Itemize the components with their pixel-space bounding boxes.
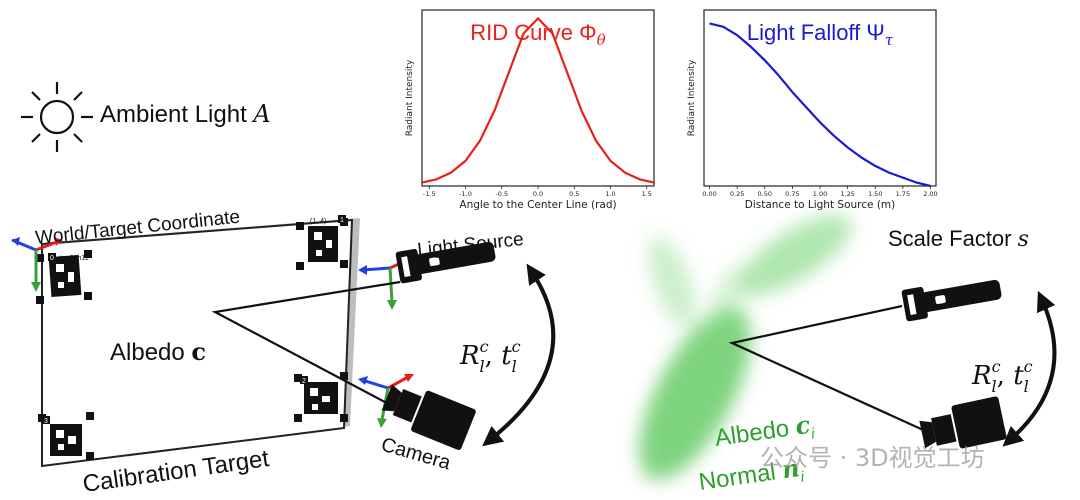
rid-curve-plot: -1.5 -1.0 -0.5 0.0 0.5 1.0 1.5 RID Curve Φθ Angl… [405, 9, 655, 211]
light-rays-left [211, 280, 401, 411]
rid-chart-xtick-label: -1.5 [423, 190, 436, 198]
rid-chart-xtick-label: 0.5 [569, 190, 579, 198]
tag-small-label: (1, 4) [310, 218, 326, 225]
falloff-chart-xtick-label: 1.75 [896, 190, 910, 198]
ambient-light-symbol: A [253, 100, 271, 128]
calibration-target [41, 218, 360, 468]
rid-chart-title: RID Curve Φθ [470, 20, 605, 49]
flashlight-icon-right [901, 279, 1002, 322]
apriltag-marker-bottom-left [38, 412, 94, 460]
falloff-chart-xtick-label: 1.25 [840, 190, 854, 198]
ambient-light-label: Ambient Light A [100, 100, 271, 129]
falloff-chart-xtick-label: 0.25 [730, 190, 744, 198]
rid-chart-xtick-label: -1.0 [459, 190, 472, 198]
rid-chart-xtick-label: 1.5 [642, 190, 652, 198]
scale-factor-label: Scale Factor s [888, 226, 1029, 252]
rid-chart-xtick-label: 1.0 [605, 190, 615, 198]
falloff-chart-title: Light Falloff Ψτ [747, 20, 894, 49]
camera-icon [381, 384, 476, 450]
ambient-light-text: Ambient Light [100, 101, 254, 128]
rid-chart-ylabel: Radiant Intensity [405, 59, 415, 136]
tag-id-2: 2 [302, 378, 306, 385]
scale-factor-text: Scale Factor [888, 226, 1018, 251]
falloff-chart-xlabel: Distance to Light Source (m) [745, 199, 896, 211]
light-falloff-chart: 0.00 0.25 0.50 0.75 1.00 1.25 1.50 1.75 2.00 Ligh… [680, 6, 940, 212]
tag-family-label: tag36h11 [60, 255, 89, 262]
apriltag-marker-top-left [36, 250, 92, 304]
rid-curve-chart: -1.5 -1.0 -0.5 0.0 0.5 1.0 1.5 RID Curve Φθ Angl… [398, 6, 658, 212]
scale-factor-symbol: s [1017, 227, 1029, 252]
falloff-chart-xtick-label: 0.50 [758, 190, 772, 198]
flashlight-icon [395, 241, 496, 284]
rid-chart-xlabel: Angle to the Center Line (rad) [459, 199, 616, 211]
falloff-chart-xtick-label: 1.00 [813, 190, 827, 198]
falloff-chart-xtick-label: 0.00 [702, 190, 716, 198]
rid-chart-frame [421, 9, 655, 187]
camera-icon-right [919, 396, 1007, 449]
transform-arrow-right [1002, 290, 1057, 447]
falloff-chart-curve [709, 22, 931, 188]
apriltag-marker-bottom-right [294, 372, 348, 422]
falloff-chart-xtick-label: 0.75 [785, 190, 799, 198]
light-falloff-plot: 0.00 0.25 0.50 0.75 1.00 1.25 1.50 1.75 2.00 Ligh… [687, 9, 938, 211]
light-rays-right [728, 304, 933, 436]
albedo-label-left: Albedo c [110, 337, 206, 366]
rid-chart-curve [421, 17, 655, 184]
gaussian-splat-blobs [639, 214, 852, 480]
falloff-chart-xtick-label: 1.50 [868, 190, 882, 198]
tag-id-0: 0 [50, 255, 54, 262]
rid-chart-xtick-label: -0.5 [495, 190, 508, 198]
falloff-chart-ylabel: Radiant Intensity [687, 59, 697, 136]
sun-icon [21, 82, 93, 152]
tag-id-3: 3 [44, 418, 48, 425]
rid-chart-xtick-label: 0.0 [533, 190, 543, 198]
watermark: 公众号 · 3D视觉工坊 [760, 444, 985, 472]
apriltag-marker-top-right [296, 218, 348, 270]
transform-arrow-left [482, 263, 556, 447]
coordinate-axes-target [11, 237, 63, 292]
tag-id-1: 1 [340, 217, 344, 224]
falloff-chart-xtick-label: 2.00 [923, 190, 937, 198]
